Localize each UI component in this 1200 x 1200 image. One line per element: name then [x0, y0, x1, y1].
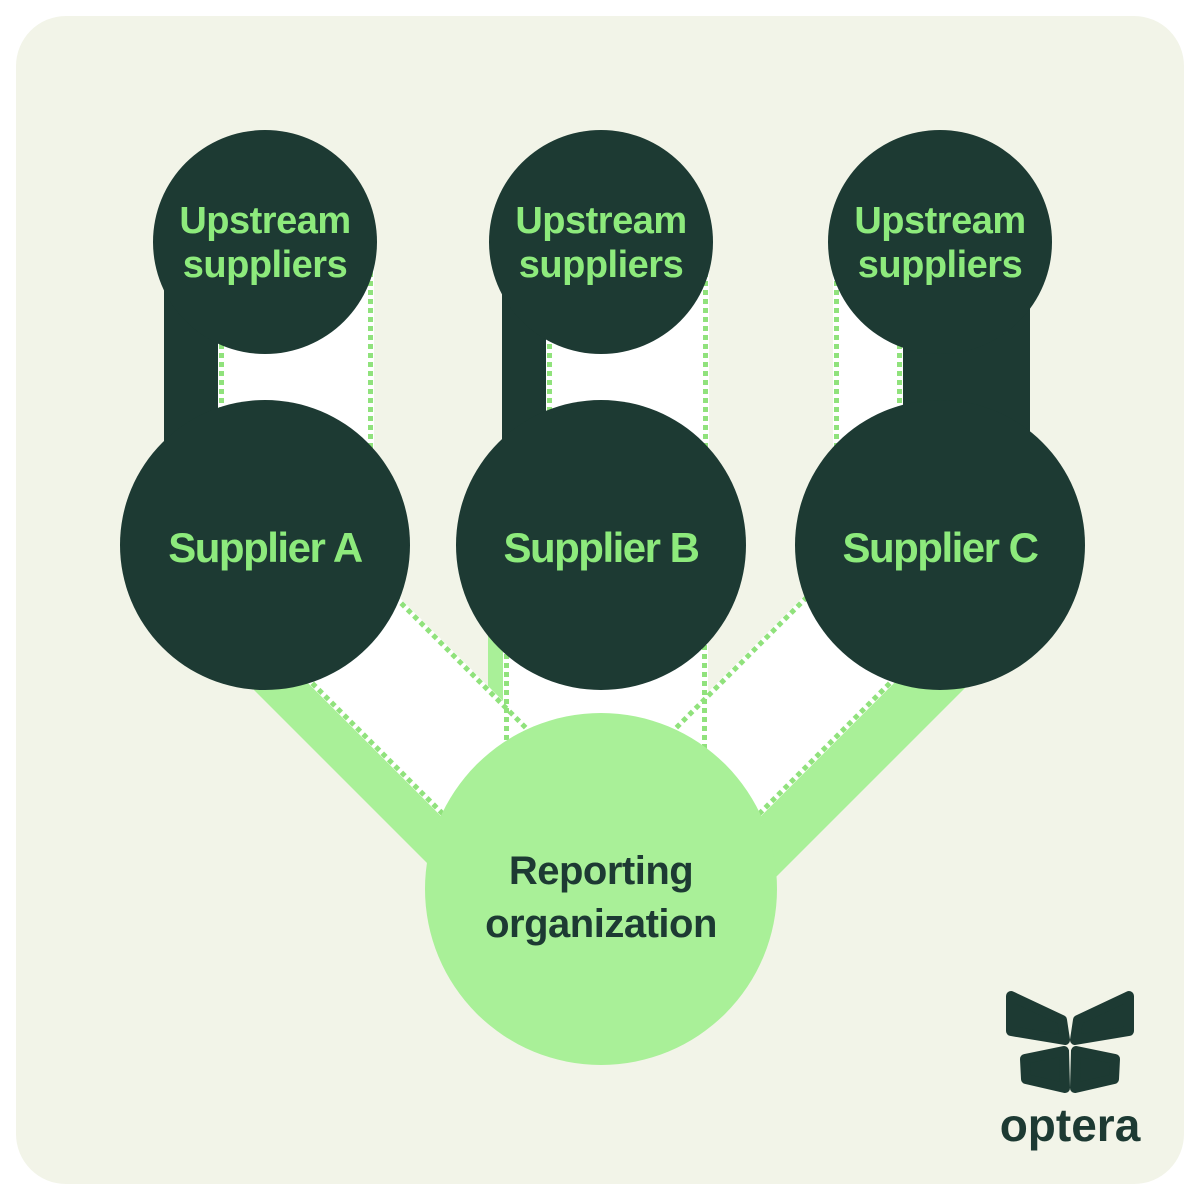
connector-supplier-c-to-reporting: [689, 628, 1015, 898]
upstream-a-label-line1: Upstream: [179, 200, 350, 242]
butterfly-wing-top-right: [1070, 991, 1134, 1045]
butterfly-wing-bottom-left: [1020, 1046, 1070, 1093]
solid-green-band-c: [689, 628, 1015, 898]
supplier-c-label: Supplier C: [842, 524, 1038, 571]
upstream-b-label-line1: Upstream: [515, 200, 686, 242]
reporting-label-line1: Reporting: [509, 849, 693, 893]
butterfly-wing-bottom-right: [1070, 1046, 1120, 1093]
upstream-b-label-line2: suppliers: [519, 244, 683, 286]
reporting-organization-circle: [425, 713, 777, 1065]
supplier-a-label: Supplier A: [168, 524, 363, 571]
upstream-suppliers-c-circle: [828, 130, 1052, 354]
supplier-b-label: Supplier B: [503, 524, 698, 571]
butterfly-wing-top-left: [1006, 991, 1070, 1045]
upstream-a-label-line2: suppliers: [183, 244, 347, 286]
optera-logo: optera: [1000, 991, 1141, 1151]
upstream-c-label-line1: Upstream: [854, 200, 1025, 242]
supplier-c-circle: [795, 400, 1085, 690]
upstream-suppliers-a-circle: [153, 130, 377, 354]
supplier-a-circle: [120, 400, 410, 690]
reporting-label-line2: organization: [485, 902, 717, 946]
upstream-suppliers-b-circle: [489, 130, 713, 354]
supplier-b-circle: [456, 400, 746, 690]
optera-wordmark: optera: [1000, 1099, 1141, 1151]
butterfly-icon: [1006, 991, 1134, 1093]
upstream-c-label-line2: suppliers: [858, 244, 1022, 286]
